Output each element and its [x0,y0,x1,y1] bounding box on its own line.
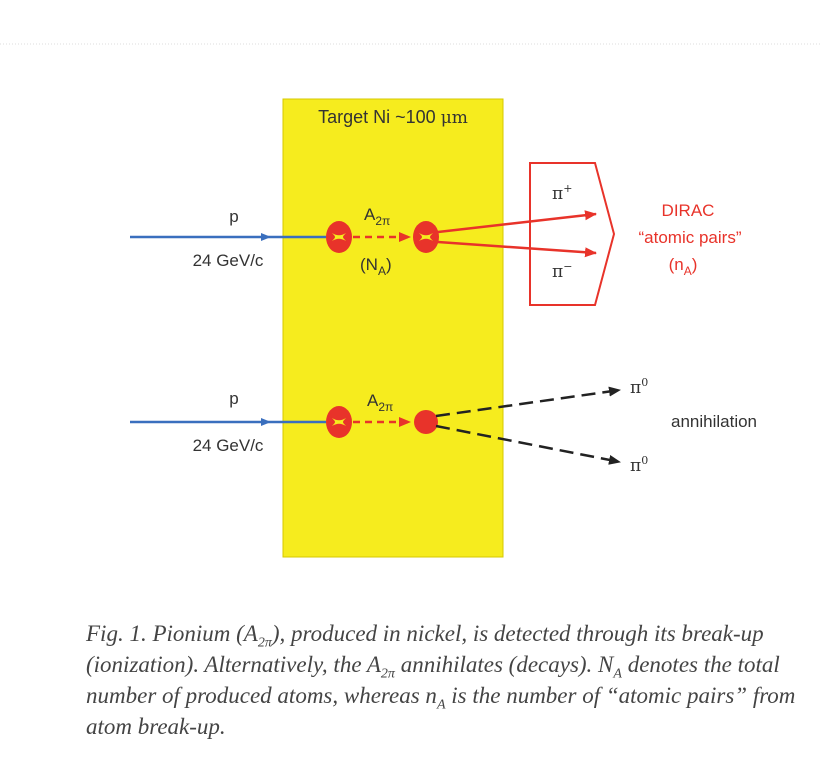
nickel-target [282,98,504,558]
upper-beam-energy: 24 GeV/c [193,251,264,270]
dirac-detector [529,162,616,306]
upper-production-atom [326,221,352,253]
upper-breakup-atom [413,221,439,253]
pi0-upper-track [435,386,621,418]
target-label: Target Ni ~100 μm [318,107,468,128]
pi-plus-track [437,210,597,234]
pi0-upper-label: π0 [630,376,648,398]
upper-atom-label: A2π [364,205,390,228]
lower-beam-label: p [229,389,238,408]
pi-minus-track [437,240,597,258]
lower-beam-energy: 24 GeV/c [193,436,264,455]
annihilation-point [414,410,438,434]
pi0-lower-label: π0 [630,454,648,476]
upper-count-label: (NA) [360,255,392,278]
lower-atom-label: A2π [367,391,393,414]
annihilation-label: annihilation [671,412,757,431]
pi0-lower-track [435,424,621,465]
lower-production-atom [326,406,352,438]
pi-minus-label: π− [552,260,572,282]
dirac-count: (nA) [669,255,698,278]
upper-beam-label: p [229,207,238,226]
dirac-atomic-pairs: “atomic pairs” [639,228,742,247]
dirac-title: DIRAC [662,201,715,220]
figure-caption: Fig. 1. Pionium (A2π), produced in nicke… [86,621,796,739]
pionium-diagram: Target Ni ~100 μm p 24 GeV/c A2π (NA) π+… [0,43,820,558]
pi-plus-label: π+ [552,182,572,204]
